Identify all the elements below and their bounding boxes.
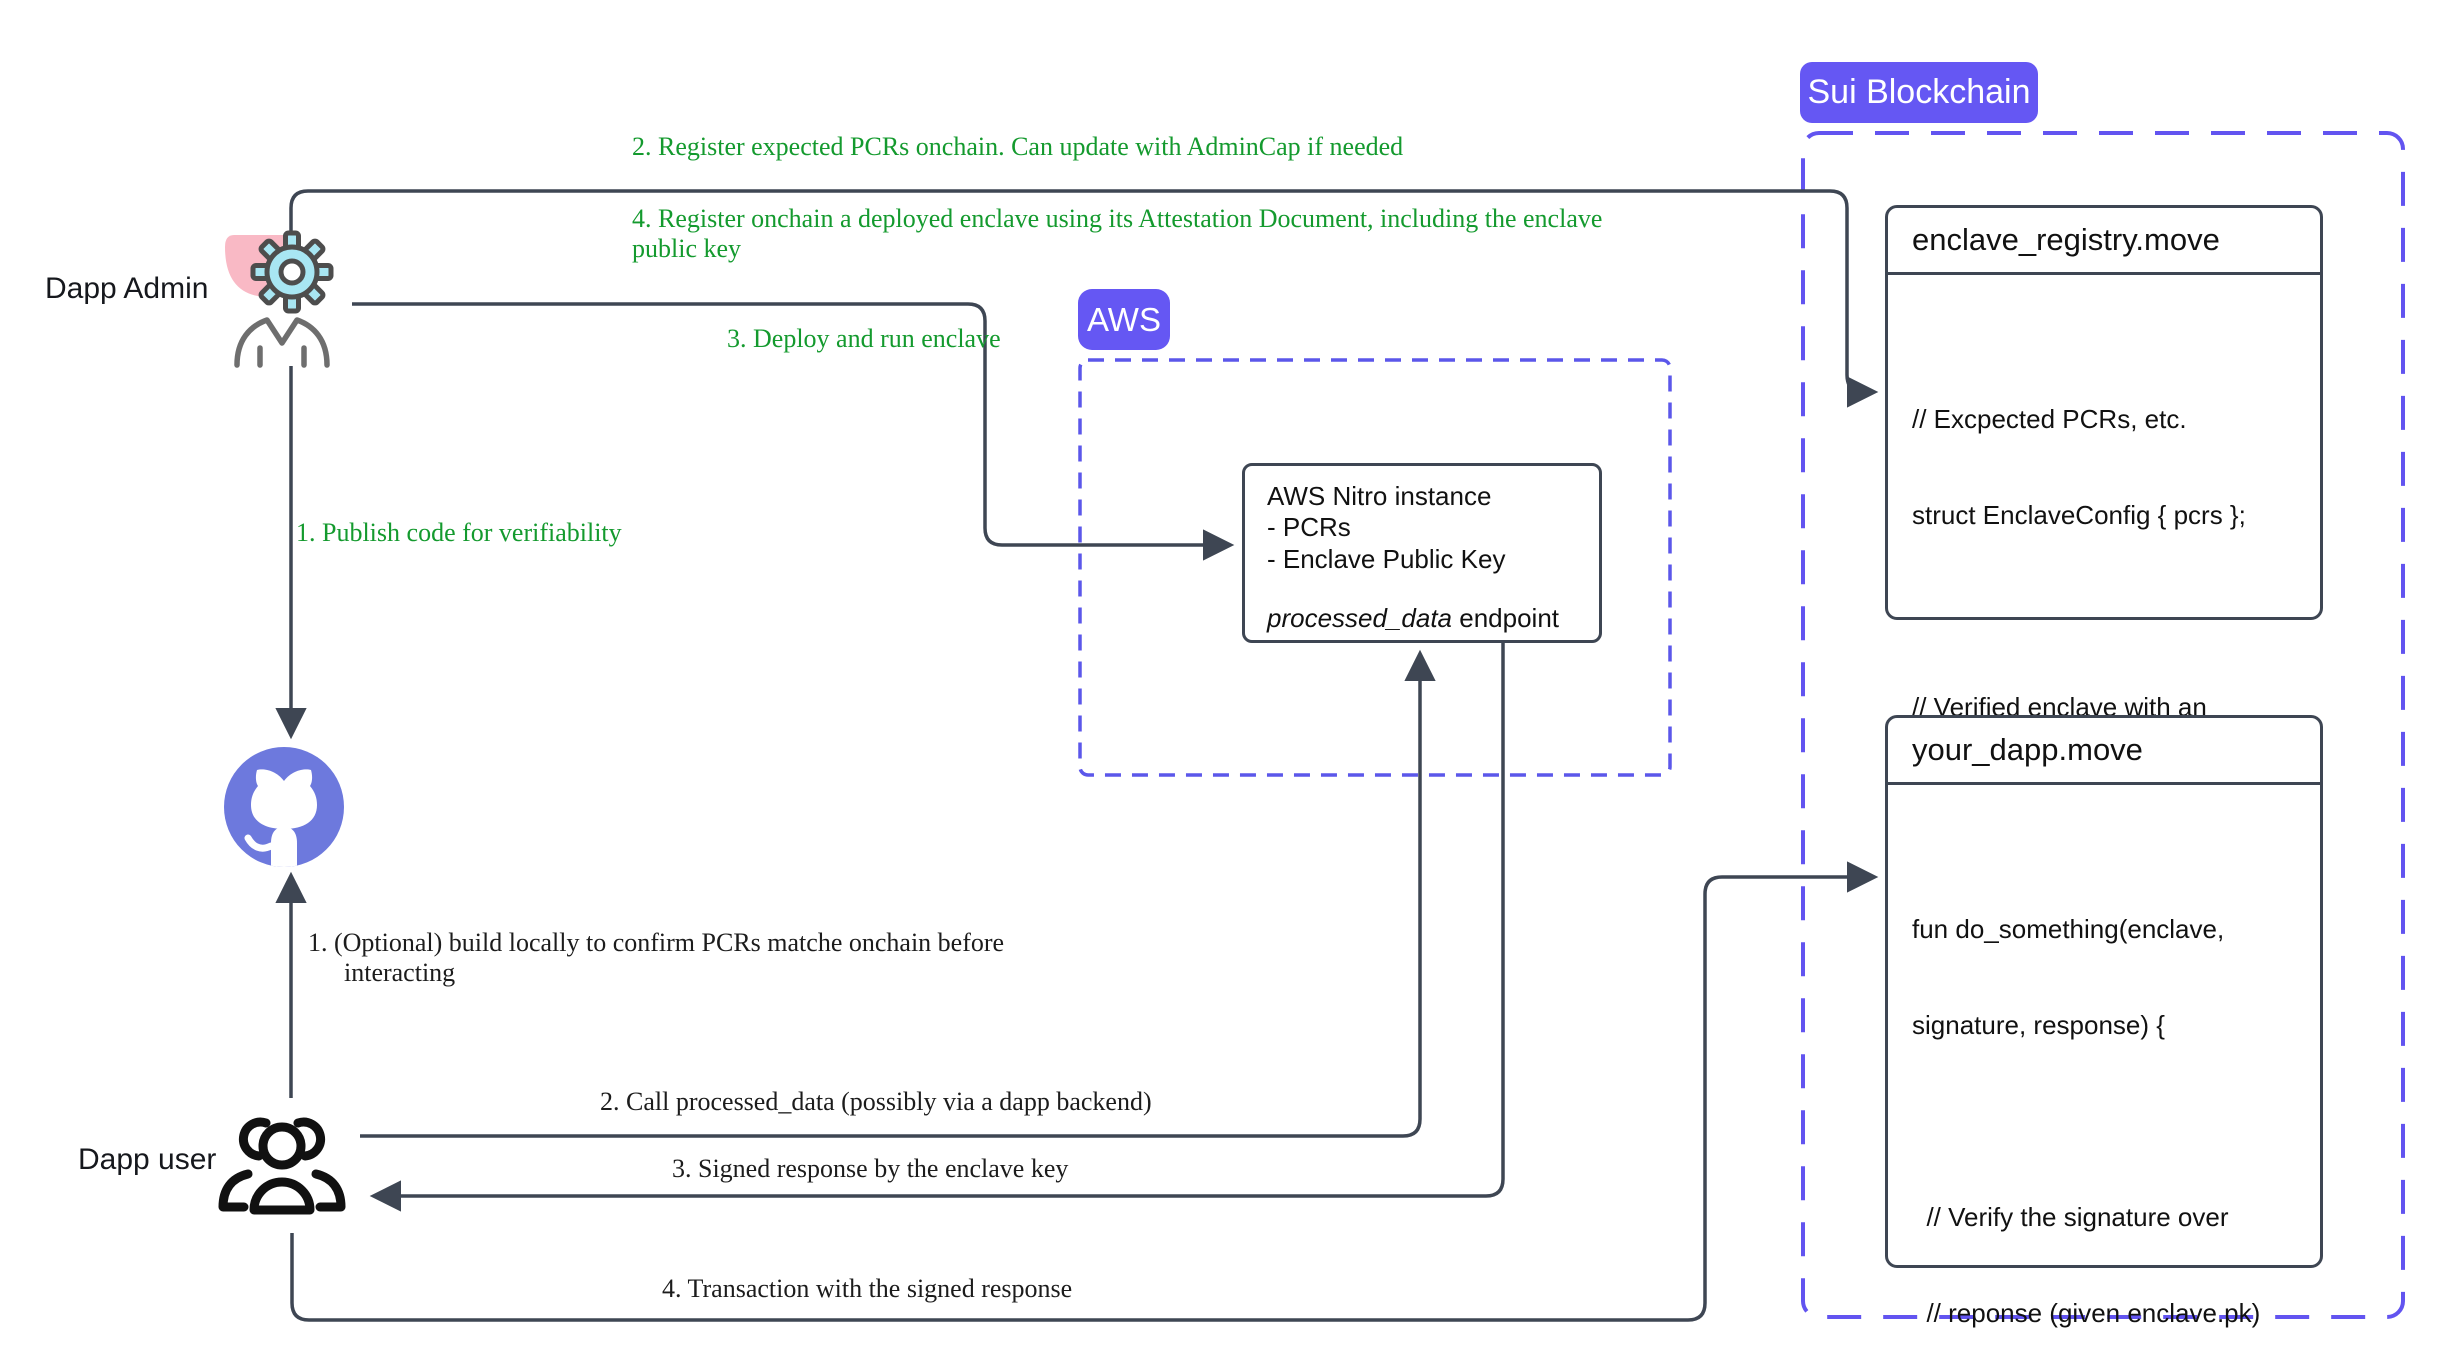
code-line [1912,1105,2308,1137]
your-dapp-title: your_dapp.move [1888,718,2320,785]
annotation-register-enclave: 4. Register onchain a deployed enclave u… [632,204,1603,263]
aws-badge: AWS [1078,289,1170,350]
code-line: // Verify the signature over [1912,1202,2229,1232]
code-line [1912,595,2308,627]
nitro-title: AWS Nitro instance [1267,481,1492,511]
code-line: signature, response) { [1912,1010,2165,1040]
nitro-item-enclave-key: - Enclave Public Key [1267,544,1506,574]
annotation-register-pcrs: 2. Register expected PCRs onchain. Can u… [632,132,1404,161]
arrow-deploy-enclave [352,302,1235,561]
arrow-call-processed-data [360,649,1436,1138]
enclave-registry-title: enclave_registry.move [1888,208,2320,275]
arrow-register-pcrs-onchain [289,189,1879,408]
sui-blockchain-dashed-box [1801,131,2405,1319]
gear-icon [250,230,334,314]
aws-dashed-box [1078,358,1672,777]
code-line: // reponse (given enclave.pk) [1912,1298,2261,1328]
arrow-transaction-signed-response [290,861,1879,1322]
aws-nitro-instance-box: AWS Nitro instance - PCRs - Enclave Publ… [1242,463,1602,643]
sui-blockchain-badge: Sui Blockchain [1800,62,2038,123]
processed-data-endpoint-name: processed_data [1267,603,1453,633]
annotation-publish-code: 1. Publish code for verifiability [296,518,622,547]
code-line: fun do_something(enclave, [1912,914,2225,944]
dapp-user-label: Dapp user [78,1143,217,1176]
code-line: // Excpected PCRs, etc. [1912,404,2187,434]
annotation-deploy-enclave: 3. Deploy and run enclave [727,324,1001,353]
nitro-endpoint: processed_data endpoint [1267,603,1579,634]
your-dapp-panel: your_dapp.move fun do_something(enclave,… [1885,715,2323,1328]
annotation-call-processed-data: 2. Call processed_data (possibly via a d… [600,1087,1152,1116]
processed-data-endpoint-suffix: endpoint [1452,603,1560,633]
annotation-build-locally: 1. (Optional) build locally to confirm P… [308,928,1005,987]
code-line: struct EnclaveConfig { pcrs }; [1912,500,2246,530]
enclave-registry-panel: enclave_registry.move // Excpected PCRs,… [1885,205,2323,914]
dapp-admin-icon [225,230,334,368]
annotation-transaction: 4. Transaction with the signed response [662,1274,1073,1303]
admin-person-icon [234,317,330,368]
users-group-icon [218,1117,346,1215]
annotation-signed-response: 3. Signed response by the enclave key [672,1154,1069,1183]
github-octocat-icon [224,747,344,867]
dapp-admin-label: Dapp Admin [45,272,209,305]
nitro-item-pcrs: - PCRs [1267,512,1351,542]
arrow-signed-response [369,643,1505,1212]
your-dapp-code: fun do_something(enclave, signature, res… [1888,785,2320,1361]
